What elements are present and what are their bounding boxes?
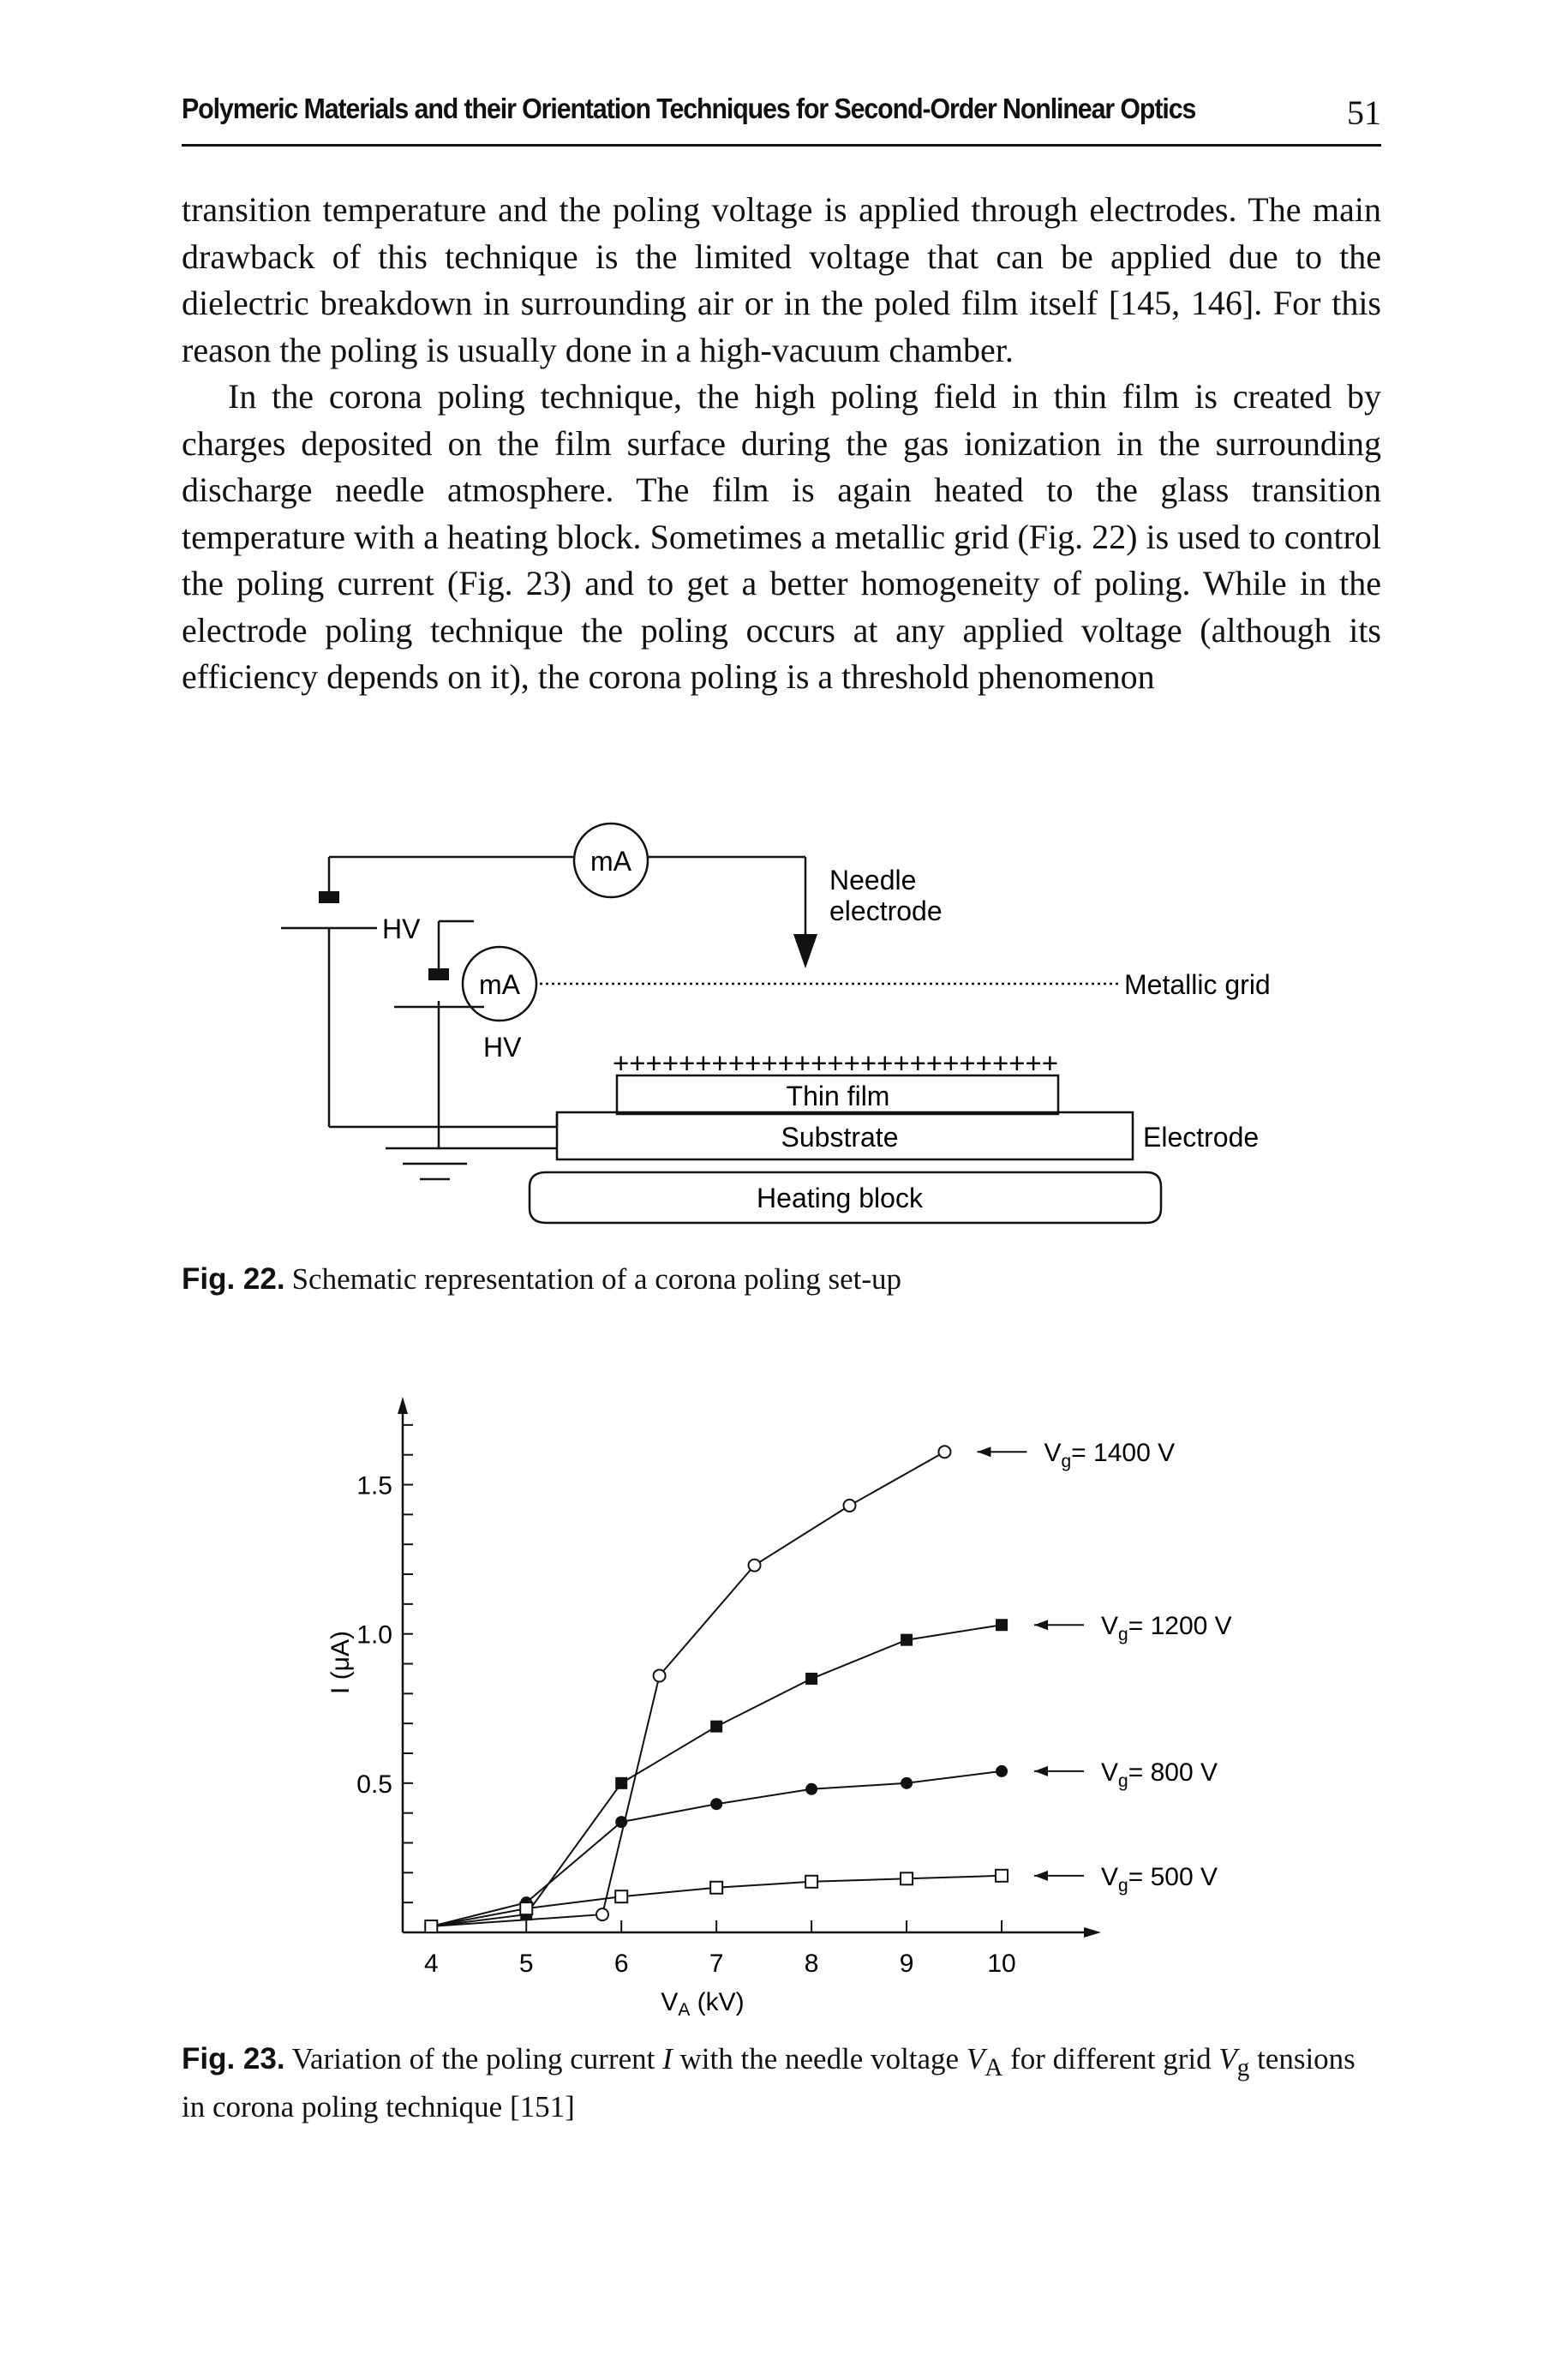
- body-text: transition temperature and the poling vo…: [182, 187, 1381, 701]
- data-point: [615, 1816, 628, 1829]
- data-point: [709, 1880, 724, 1895]
- data-point: [424, 1920, 439, 1934]
- substrate-label: Substrate: [781, 1122, 899, 1153]
- ma-left-label: mA: [479, 969, 521, 1000]
- x-tick-label: 10: [987, 1950, 1015, 1978]
- paragraph: In the corona poling technique, the high…: [182, 377, 1381, 696]
- data-point: [595, 1908, 610, 1922]
- y-axis-arrow-icon: [398, 1397, 408, 1414]
- data-point: [842, 1498, 857, 1512]
- series-line: [431, 1770, 1002, 1927]
- data-point: [805, 1782, 818, 1795]
- fig23-caption-V2: V: [1218, 2042, 1237, 2076]
- y-tick-label: 1.0: [356, 1621, 392, 1650]
- heating-block-label: Heating block: [757, 1183, 924, 1213]
- fig23-caption-V: V: [966, 2042, 985, 2076]
- needle-label-line1: Needle: [829, 865, 916, 895]
- x-axis-label: VA (kV): [661, 1988, 744, 2020]
- x-tick-label: 6: [614, 1950, 629, 1978]
- hv-bottom-label: HV: [483, 1032, 522, 1063]
- ma-top-label: mA: [590, 846, 632, 877]
- data-point: [995, 1868, 1009, 1883]
- y-axis-label: I (μA): [326, 1631, 355, 1694]
- data-point: [901, 1776, 913, 1789]
- data-point: [901, 1633, 913, 1646]
- data-point: [996, 1619, 1008, 1632]
- x-tick-label: 5: [519, 1950, 534, 1978]
- data-point: [805, 1672, 818, 1685]
- fig23-caption-b: with the needle voltage: [672, 2042, 967, 2076]
- paragraph: transition temperature and the poling vo…: [182, 190, 1381, 369]
- series-label-arrowhead-icon: [1034, 1765, 1049, 1776]
- hv-top-label: HV: [382, 913, 421, 944]
- x-axis-label-v: V: [661, 1988, 678, 2016]
- series-label-arrowhead-icon: [1034, 1620, 1049, 1631]
- fig22-caption: Fig. 22.Schematic representation of a co…: [182, 1260, 1381, 1299]
- series-line: [431, 1451, 945, 1927]
- data-point: [652, 1668, 667, 1683]
- fig23-caption-a: Variation of the poling current: [291, 2042, 663, 2076]
- needle-label-line2: electrode: [829, 895, 943, 926]
- series-label: Vg= 1400 V: [1044, 1439, 1175, 1471]
- series-label-arrowhead-icon: [1034, 1870, 1049, 1881]
- data-point: [615, 1776, 628, 1789]
- y-axis-label-text: I (μA): [326, 1631, 355, 1694]
- series-label: Vg= 500 V: [1101, 1863, 1218, 1896]
- x-tick-label: 8: [805, 1950, 819, 1978]
- page-number: 51: [1347, 93, 1381, 132]
- y-tick-label: 0.5: [356, 1770, 392, 1799]
- data-point: [519, 1902, 534, 1916]
- page-header: Polymeric Materials and their Orientatio…: [182, 93, 1381, 147]
- x-axis-arrow-icon: [1084, 1927, 1101, 1938]
- fig23-caption: Fig. 23.Variation of the poling current …: [182, 2040, 1381, 2127]
- data-point: [710, 1798, 723, 1811]
- series-label: Vg= 1200 V: [1101, 1612, 1232, 1644]
- fig23-caption-d: tensions in corona poling technique [151…: [182, 2042, 1356, 2123]
- data-point: [614, 1890, 629, 1904]
- running-title: Polymeric Materials and their Orientatio…: [182, 93, 1196, 124]
- thin-film-label: Thin film: [787, 1081, 890, 1111]
- x-axis-label-unit: (kV): [690, 1988, 744, 2016]
- series-label: Vg= 800 V: [1101, 1758, 1218, 1791]
- data-point: [937, 1445, 952, 1459]
- fig23-caption-c: for different grid: [1002, 2042, 1219, 2076]
- data-point: [996, 1764, 1008, 1777]
- x-tick-label: 9: [900, 1950, 914, 1978]
- poling-current-chart: 0.5 1.0 1.5 4 5 6 7 8 9 10 Vg= 1400 V Vg= 1200 V V…: [326, 1397, 1232, 2020]
- data-point: [747, 1558, 762, 1572]
- x-axis-label-sub: A: [678, 2000, 690, 2020]
- fig23-label: Fig. 23.: [182, 2042, 285, 2076]
- fig23-caption-Vsub: A: [984, 2054, 1003, 2081]
- x-tick-label: 4: [424, 1950, 439, 1978]
- fig22-label: Fig. 22.: [182, 1262, 285, 1296]
- y-tick-label: 1.5: [356, 1472, 392, 1500]
- fig22-caption-text: Schematic representation of a corona pol…: [291, 1262, 902, 1296]
- data-point: [805, 1874, 819, 1889]
- x-tick-label: 7: [709, 1950, 724, 1978]
- fig23-caption-I: I: [662, 2042, 673, 2076]
- chart-axes: [401, 1401, 1097, 1934]
- data-point: [900, 1872, 914, 1886]
- charges-row: +++++++++++++++++++++++++++: [613, 1047, 1058, 1079]
- series-label-arrowhead-icon: [977, 1447, 991, 1458]
- metallic-grid-label: Metallic grid: [1124, 969, 1271, 1000]
- electrode-label: Electrode: [1143, 1122, 1259, 1153]
- data-point: [710, 1720, 723, 1733]
- corona-poling-schematic: mA mA HV HV Needle electrode Metallic gr…: [281, 822, 1271, 1225]
- fig23-caption-V2sub: g: [1236, 2054, 1250, 2081]
